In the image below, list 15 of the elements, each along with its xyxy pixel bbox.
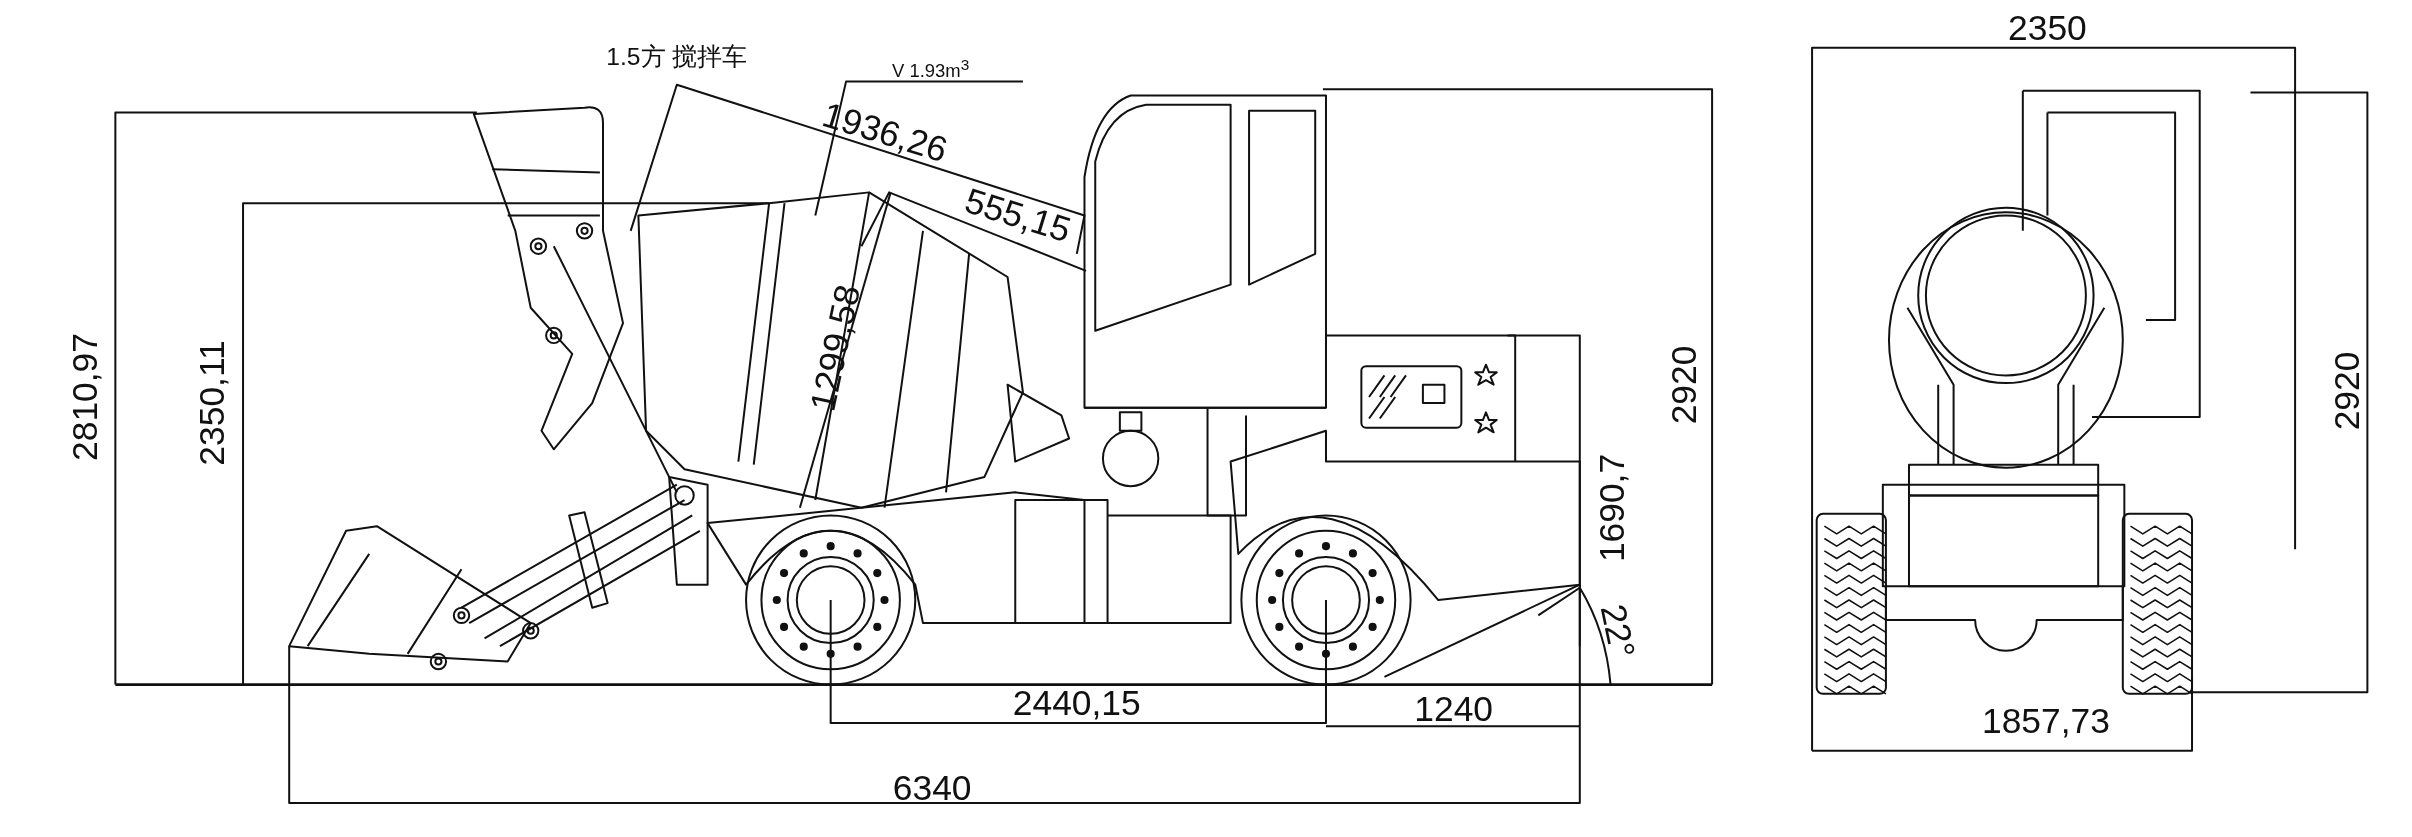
dimension-text: 2810,97 (66, 332, 103, 461)
dimension-text: 1690,7 (1594, 453, 1630, 562)
dimension-text: 6340 (892, 769, 972, 806)
dimension-text: 2440,15 (1012, 685, 1141, 721)
dimension-text: 2350 (2008, 10, 2087, 46)
dimension-text: 2920 (2329, 351, 2366, 431)
angle-text: 22° (1595, 600, 1642, 661)
volume-label: V 1.93m$^{3}$ (892, 57, 970, 81)
dimension-text: 1857,73 (1981, 703, 2110, 740)
title: 1.5方 搅拌车 (606, 44, 748, 70)
dimension-text: 2350,11 (194, 340, 230, 466)
dimension-text: 1936,26 (818, 96, 951, 168)
dimension-text: 1240 (1414, 691, 1493, 727)
dimension-text: 555,15 (961, 182, 1076, 249)
dimension-text: 2920 (1666, 345, 1703, 424)
